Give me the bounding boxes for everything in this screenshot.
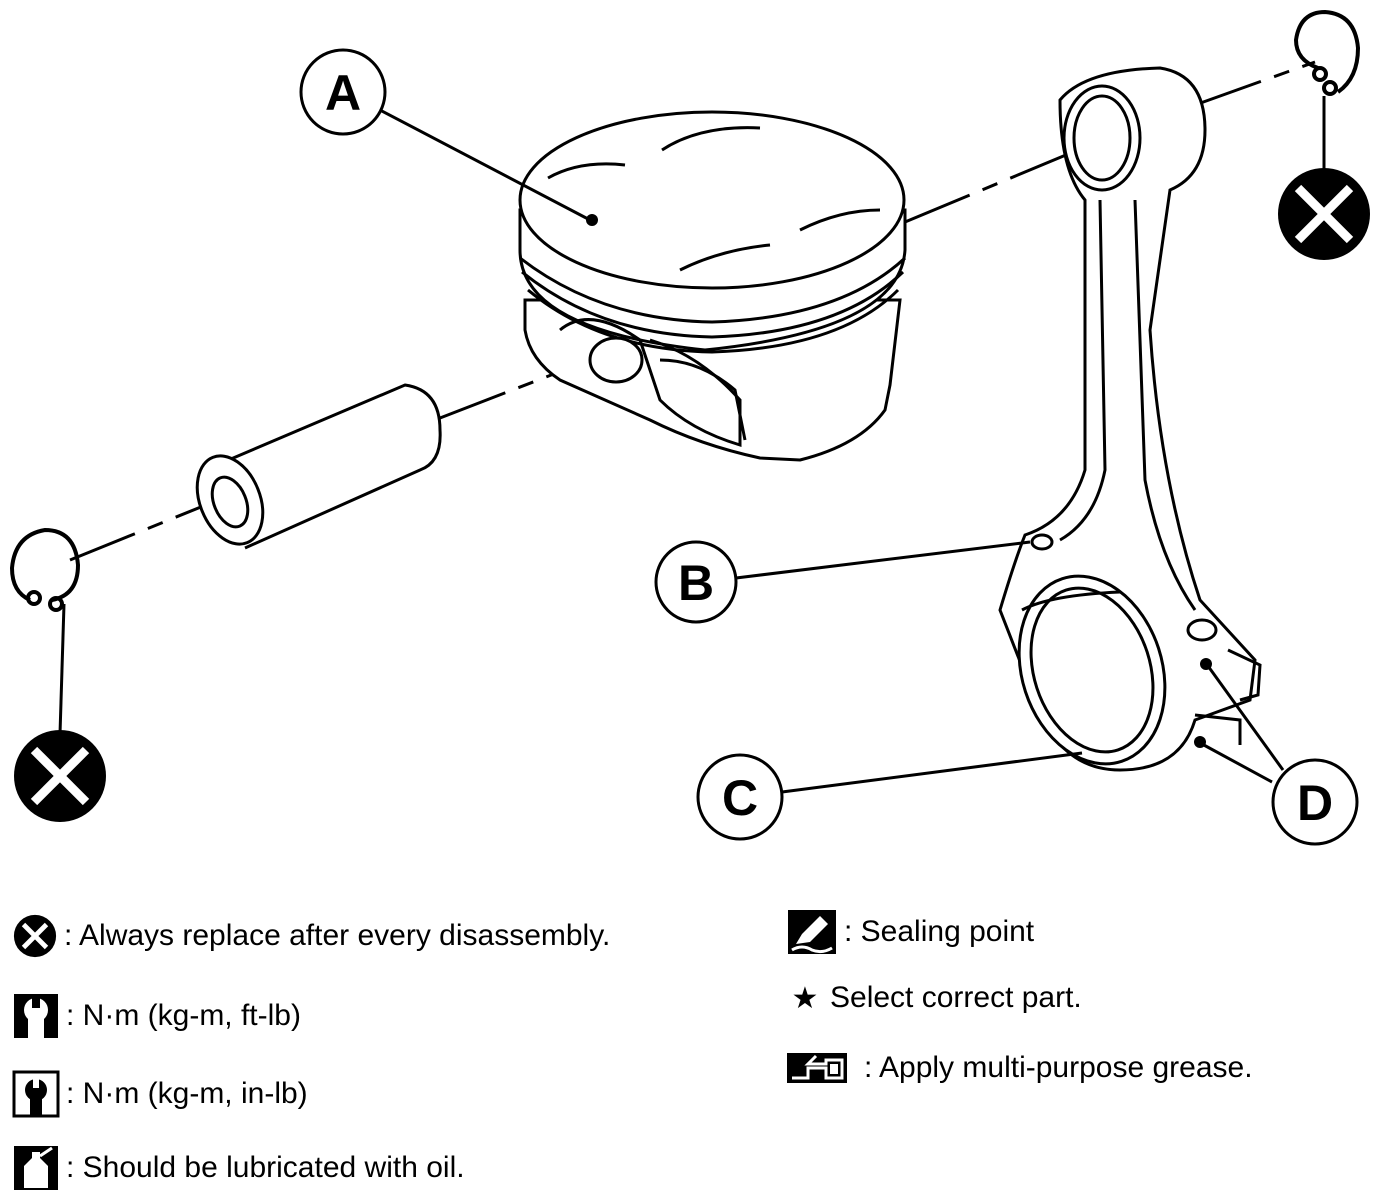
legend-item-sealant: : Sealing point xyxy=(786,910,1034,954)
piston xyxy=(518,110,907,462)
callout-d: D xyxy=(1271,758,1359,846)
leader-lines xyxy=(58,96,1326,794)
svg-text:D: D xyxy=(1297,775,1333,831)
torque-wrench-small-icon xyxy=(12,1070,60,1118)
legend-label-torque-ft: : N·m (kg-m, ft-lb) xyxy=(66,999,301,1032)
connecting-rod xyxy=(998,66,1262,772)
callout-b: B xyxy=(654,540,738,624)
grease-gun-icon xyxy=(787,1053,847,1083)
always-replace-icon xyxy=(13,914,57,958)
legend-label-grease: : Apply multi-purpose grease. xyxy=(864,1051,1253,1084)
svg-text:C: C xyxy=(722,770,758,826)
sealing-point-icon xyxy=(788,910,836,954)
svg-text:B: B xyxy=(678,555,714,611)
legend-label-torque-in: : N·m (kg-m, in-lb) xyxy=(66,1077,308,1110)
replace-marker-right xyxy=(1278,168,1370,260)
snap-ring-left xyxy=(9,527,81,612)
legend-label-select-part: Select correct part. xyxy=(830,981,1082,1014)
legend-item-torque-ft: : N·m (kg-m, ft-lb) xyxy=(12,994,301,1038)
legend-label-sealant: : Sealing point xyxy=(844,915,1035,948)
legend-item-grease: : Apply multi-purpose grease. xyxy=(786,1046,1253,1090)
legend-label-replace: : Always replace after every disassembly… xyxy=(64,919,611,952)
callout-c: C xyxy=(696,753,784,841)
star-icon: ★ xyxy=(791,981,819,1015)
legend-item-torque-in: : N·m (kg-m, in-lb) xyxy=(12,1070,308,1118)
exploded-piston-diagram: A B C D xyxy=(9,9,1370,846)
legend-label-oil: : Should be lubricated with oil. xyxy=(66,1151,465,1184)
svg-text:A: A xyxy=(325,65,361,121)
callout-a: A xyxy=(299,48,387,136)
legend-item-select-part: ★ Select correct part. xyxy=(786,976,1082,1020)
legend-item-replace: : Always replace after every disassembly… xyxy=(12,914,610,958)
replace-marker-left xyxy=(14,730,106,822)
snap-ring-right xyxy=(1293,9,1361,96)
oil-can-icon xyxy=(14,1146,58,1190)
torque-wrench-icon xyxy=(14,994,58,1038)
legend-item-oil: : Should be lubricated with oil. xyxy=(12,1146,465,1190)
piston-pin xyxy=(195,383,442,550)
